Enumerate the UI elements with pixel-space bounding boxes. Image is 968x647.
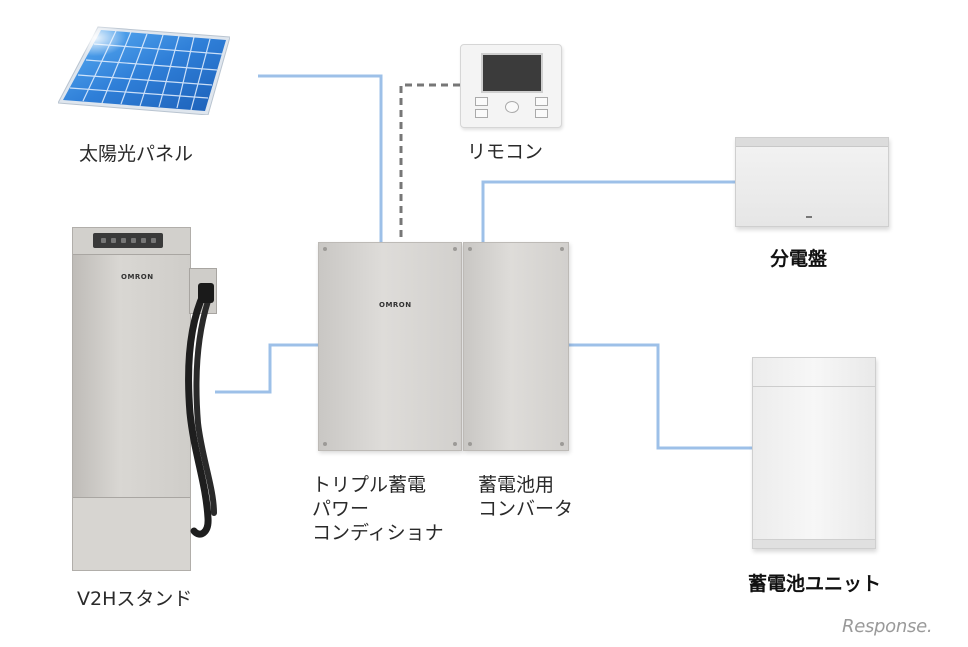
distribution-board-label: 分電盤	[770, 248, 828, 270]
power-conditioner-label-1: トリプル蓄電	[312, 474, 427, 496]
power-conditioner-label-2: パワー	[312, 498, 370, 520]
battery-unit-image	[752, 357, 876, 549]
remote-label: リモコン	[467, 141, 544, 163]
battery-converter-label-1: 蓄電池用	[478, 474, 555, 496]
solar-panel-image	[58, 25, 230, 115]
solar-panel-label: 太陽光パネル	[79, 143, 194, 165]
v2h-control-panel	[93, 233, 163, 248]
pcs-brand-logo: OMRON	[379, 301, 412, 309]
battery-power-line	[567, 343, 752, 450]
battery-unit-label: 蓄電池ユニット	[748, 573, 882, 595]
battery-converter-image	[463, 242, 569, 451]
board-power-line	[481, 180, 735, 242]
battery-converter-label-2: コンバータ	[478, 498, 574, 520]
remote-signal-line	[399, 83, 460, 242]
response-watermark: Response.	[842, 616, 933, 637]
distribution-board-image	[735, 137, 889, 227]
v2h-stand-image: OMRON	[72, 227, 191, 571]
power-conditioner-image: OMRON	[318, 242, 462, 451]
v2h-power-line	[215, 343, 318, 394]
solar-power-line	[258, 74, 383, 242]
remote-screen	[481, 53, 543, 93]
v2h-cable-image	[185, 283, 217, 538]
v2h-stand-label: V2Hスタンド	[77, 588, 193, 610]
power-conditioner-label-3: コンディショナ	[312, 522, 444, 544]
v2h-brand-logo: OMRON	[121, 273, 154, 281]
remote-controller-image	[460, 44, 562, 128]
